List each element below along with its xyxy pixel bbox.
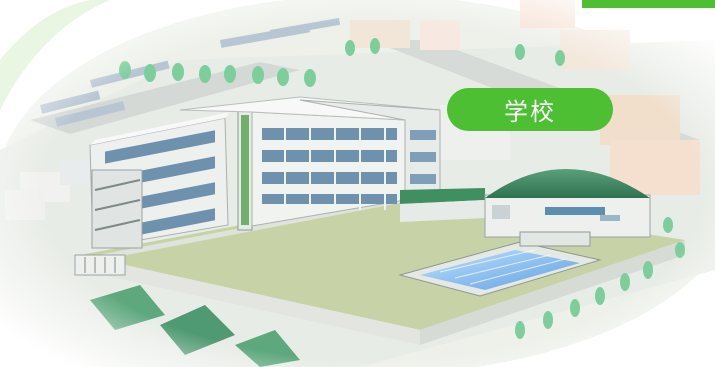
- corner-accent-tab: [582, 0, 715, 8]
- school-label: 学校: [447, 88, 613, 131]
